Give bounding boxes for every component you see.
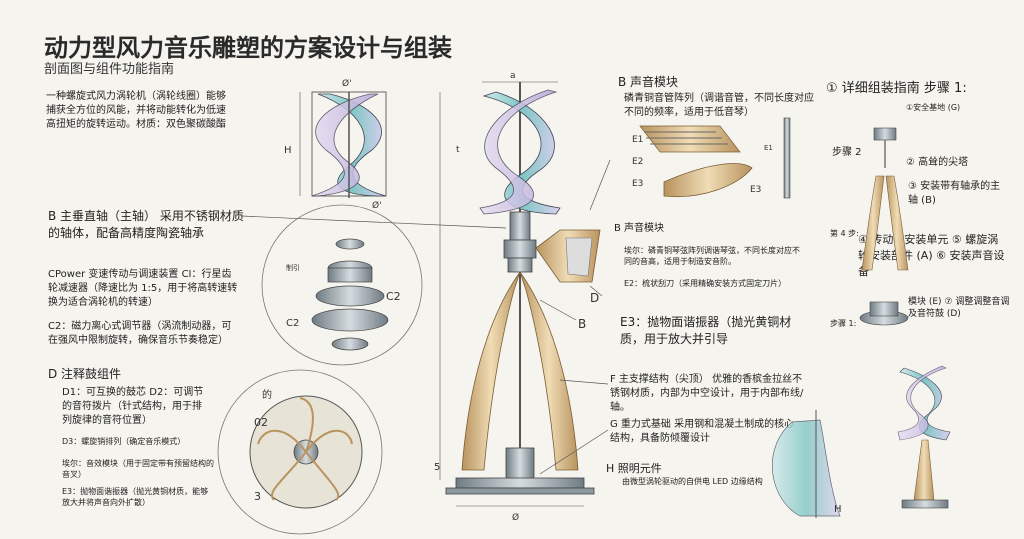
dim-phi-top: Ø': [342, 78, 352, 89]
drum-note2: E3：抛物面谐振器（抛光黄铜材质，能够放大并将声音向外扩散）: [62, 487, 209, 507]
page-subtitle: 剖面图与组件功能指南: [44, 62, 175, 77]
drum-d3: D3：螺旋销排列（确定音乐模式）: [62, 437, 186, 446]
step2-label: 步骤 2: [832, 147, 862, 158]
sound-module2-desc1: 埃尔：磷青铜琴弦阵列调谐琴弦，不同长度对应不同的音高，适用于制造安音阶。: [624, 246, 800, 266]
sound-module2-title: B 声音模块: [614, 223, 665, 234]
step1-note: ①安全基地 (G): [906, 103, 961, 112]
assembly-steps: [859, 127, 951, 509]
label-c2-left: C2: [286, 318, 299, 329]
drum-title: D 注释鼓组件: [48, 367, 122, 381]
step2-a: ② 高耸的尖塔: [906, 157, 969, 168]
label-c2-right: C2: [386, 290, 401, 303]
dim-a: a: [510, 71, 516, 81]
dim-t: t: [456, 145, 460, 155]
label-de: 的: [262, 388, 272, 401]
step4-label: 第 4 步:: [830, 229, 859, 238]
lighting-inset: [771, 410, 841, 518]
label-3: 3: [254, 490, 261, 503]
label-e1: E1: [632, 135, 643, 145]
sound-module-desc: 磷青铜音管阵列（调谐音管，不同长度对应不同的频率，适用于低音琴）: [624, 93, 814, 118]
page-title: 动力型风力音乐雕塑的方案设计与组装: [44, 34, 452, 62]
shaft-label: B 主垂直轴（主轴） 采用不锈钢材质的轴体，配备高精度陶瓷轴承: [48, 209, 244, 240]
main-sculpture: [445, 82, 601, 495]
step2-b: ③ 安装带有轴承的主轴 (B): [908, 181, 1001, 206]
label-e1-right: E1: [764, 144, 773, 152]
label-b-shaft: B: [578, 317, 586, 331]
drum-note1: 埃尔：音效模块（用于固定带有预留结构的音叉）: [62, 459, 214, 479]
sound-module-detail: [639, 117, 791, 199]
dim-phi-base: Ø: [512, 512, 519, 523]
label-h: H: [834, 504, 842, 515]
power-label: CPower 变速传动与调速装置 CI：行星齿轮减速器（降速比为 1:5，用于将…: [48, 269, 238, 308]
lighting-desc: 由微型涡轮驱动的自供电 LED 边缘结构: [622, 477, 763, 486]
label-e3: E3: [632, 179, 643, 189]
label-zhiyin: 制引: [286, 263, 300, 272]
step4-text: ④ 传动轴安装单元 ⑤ 螺旋涡轮安装部件 (A) ⑥ 安装声音设备: [858, 233, 1005, 278]
turbine-small: [311, 91, 387, 198]
intro-text: 一种螺旋式风力涡轮机（涡轮线圈）能够捕获全方位的风能，并将动能转化为低速高扭矩的…: [46, 91, 226, 130]
dim-h: H: [284, 145, 292, 156]
dim-5: 5: [434, 462, 440, 473]
foundation-label: G 重力式基础 采用钢和混凝土制成的核心结构，具备防倾覆设计: [610, 419, 795, 444]
label-e2: E2: [632, 157, 643, 167]
label-e3-right: E3: [750, 185, 761, 195]
step1-label: 步骤 1:: [830, 319, 857, 328]
label-d: D: [590, 291, 599, 305]
sound-module-title: B 声音模块: [618, 75, 679, 89]
dim-phi-bottom: Ø': [372, 200, 382, 211]
resonator-label: E3：抛物面谐振器（抛光黄铜材质，用于放大并引导: [620, 315, 792, 346]
guide-title: ① 详细组装指南 步骤 1:: [826, 81, 967, 96]
lighting-title: H 照明元件: [606, 462, 662, 475]
sound-module2-desc2: E2：梳状刮刀（采用精确安装方式固定刀片）: [624, 279, 787, 288]
step-e-text: 模块 (E) ⑦ 调整调整音调及音符鼓 (D): [908, 297, 1010, 319]
transmission-exploded: [311, 238, 389, 351]
spire-label: F 主支撑结构（尖顶） 优雅的香槟金拉丝不锈钢材质，内部为中空设计，用于内部布线…: [610, 374, 804, 413]
music-drum: [249, 395, 363, 509]
label-02: 02: [254, 416, 268, 429]
c2-label: C2：磁力离心式调节器（涡流制动器，可在强风中限制旋转，确保音乐节奏稳定）: [48, 321, 232, 346]
drum-d1: D1：可互换的鼓芯 D2：可调节的音符拨片（针式结构，用于排列旋律的音符位置）: [62, 387, 204, 426]
